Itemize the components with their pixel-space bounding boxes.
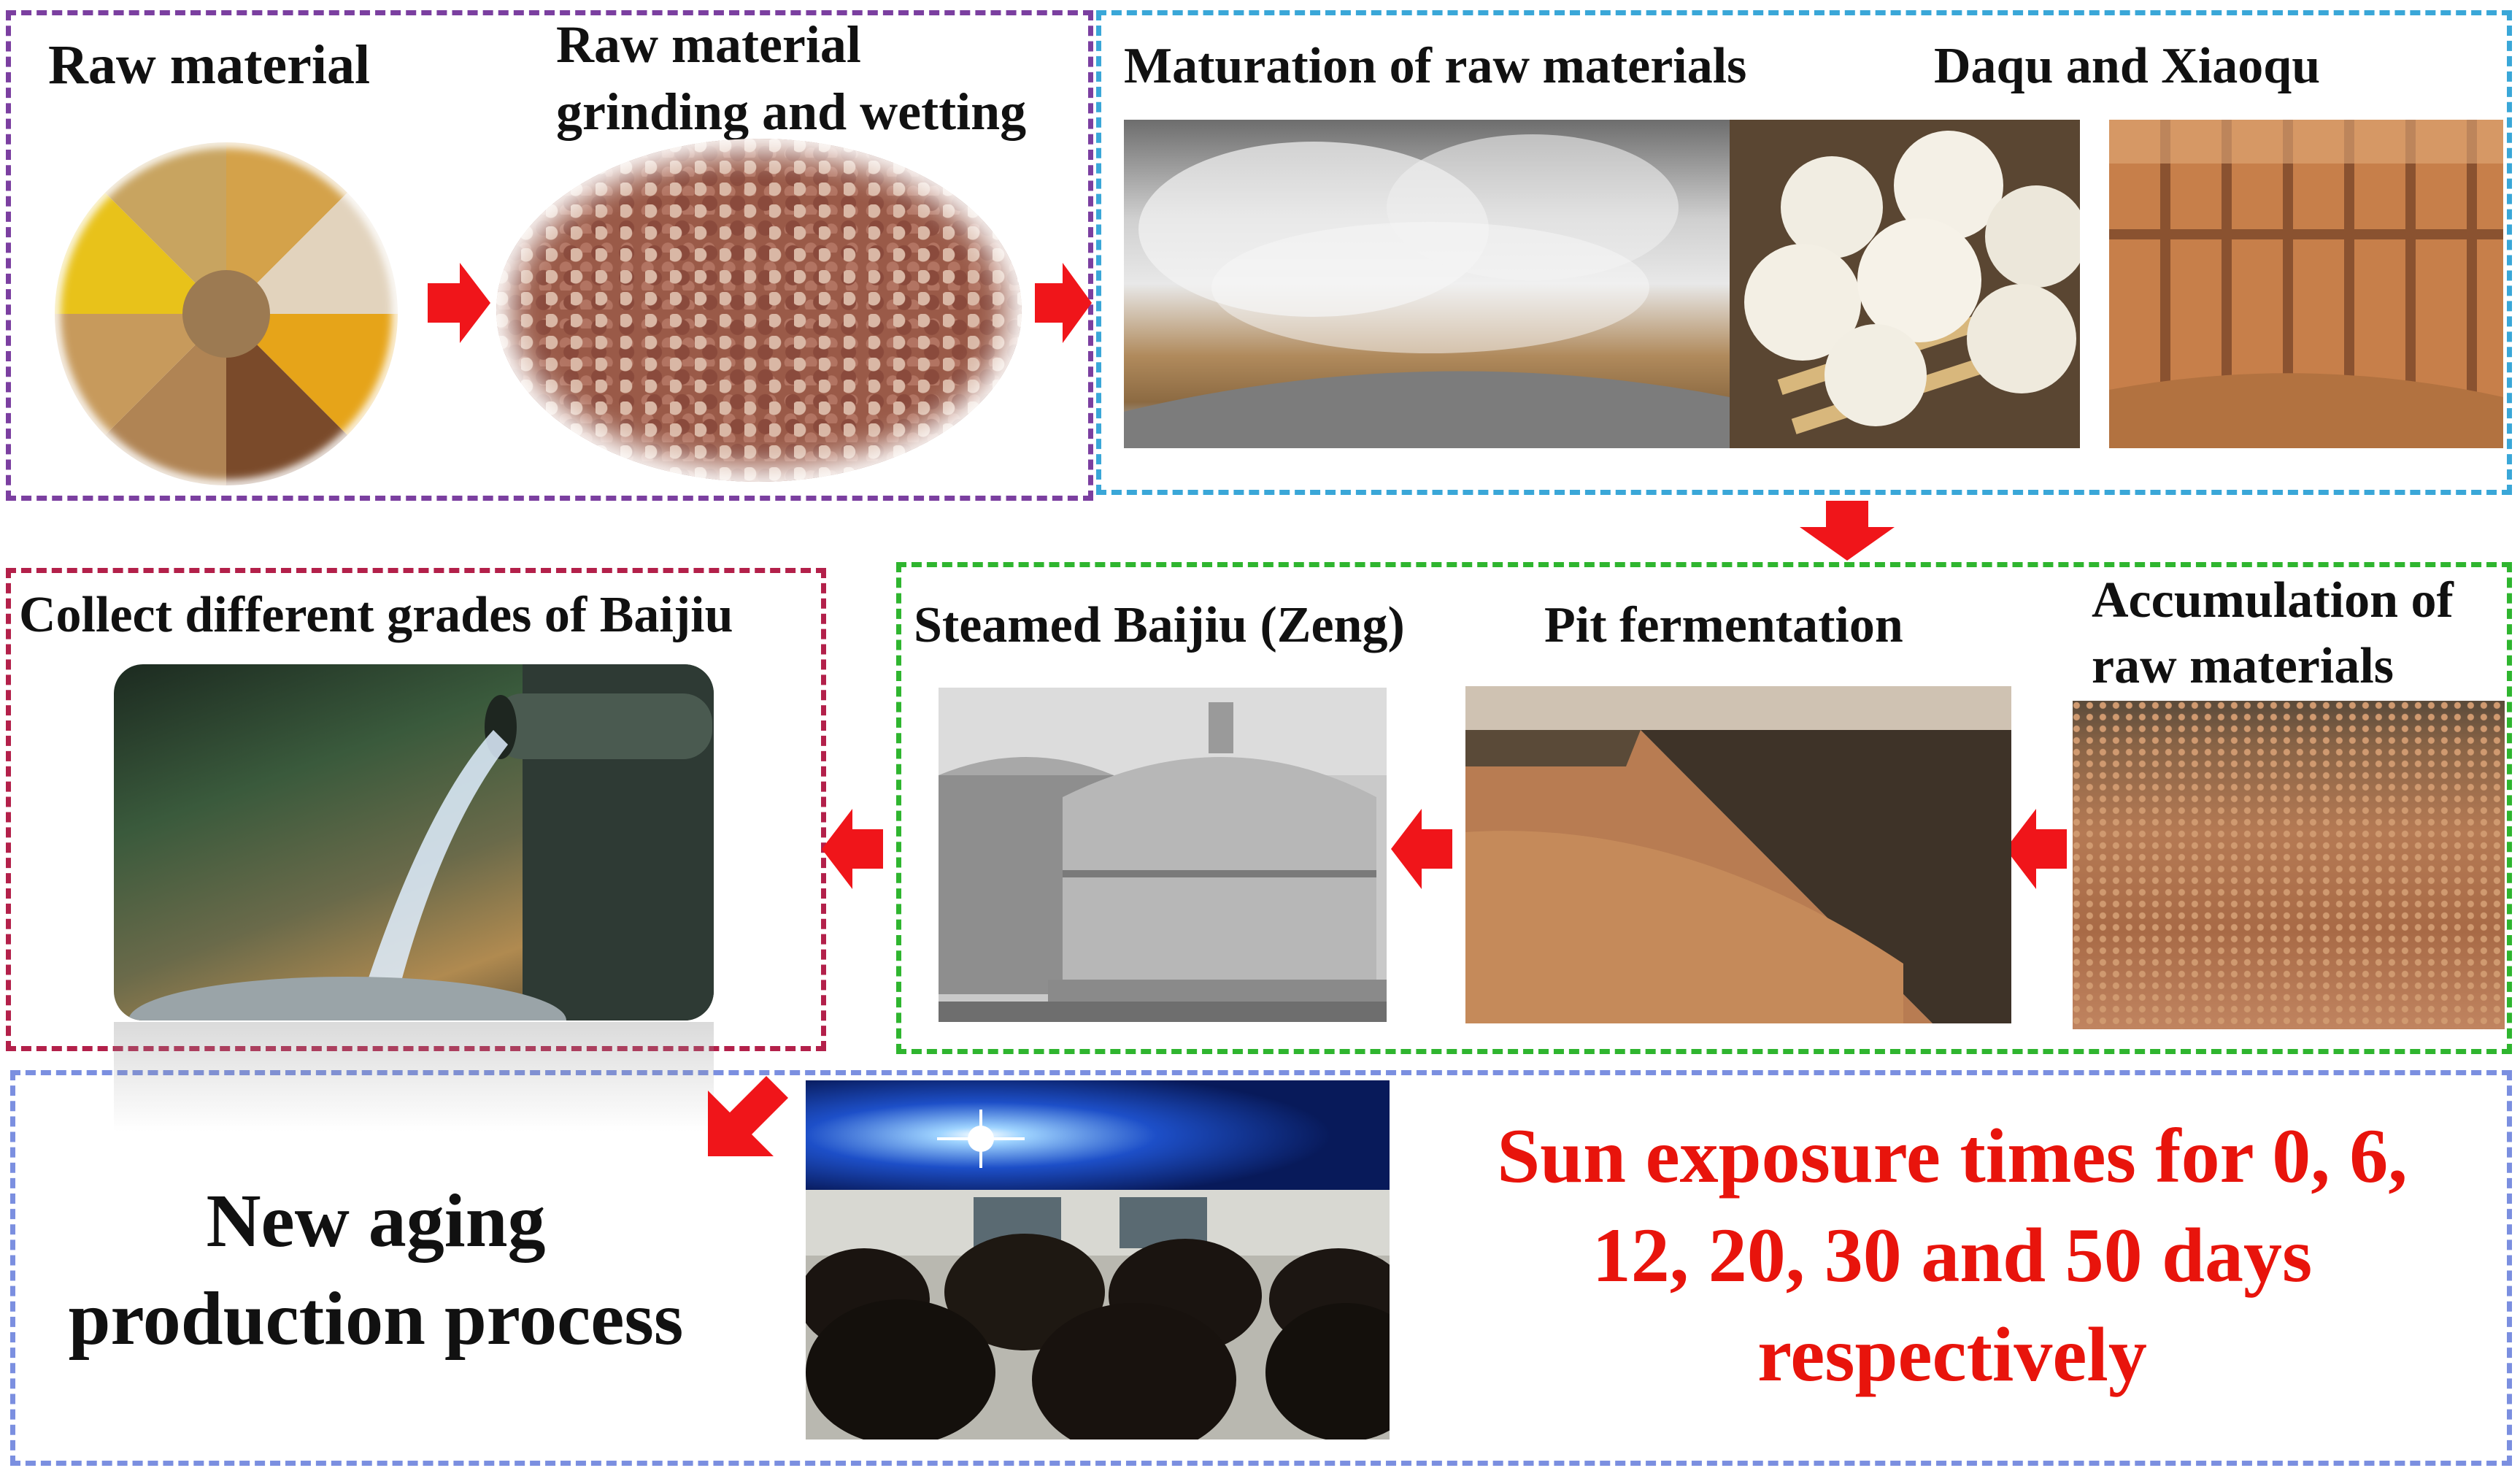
- collect-box: [6, 568, 826, 1051]
- grinding-label-line1: Raw material: [556, 15, 861, 74]
- daqu-label: Daqu and Xiaoqu: [1934, 38, 2321, 94]
- fermentation-pit-image: [1465, 686, 2011, 1023]
- aging-box: [10, 1070, 2512, 1466]
- steamed-baijiu-label: Steamed Baijiu (Zeng): [914, 597, 1405, 653]
- pouring-baijiu-reflection: [114, 1022, 714, 1131]
- maturation-label: Maturation of raw materials: [1124, 38, 1747, 94]
- new-aging-label-line2: production process: [68, 1277, 684, 1361]
- new-aging-label-line1: New aging: [206, 1179, 546, 1263]
- right-arrow-icon: [1035, 263, 1092, 347]
- down-arrow-icon: [1800, 501, 1895, 564]
- left-arrow-icon: [2005, 809, 2067, 893]
- accumulation-label-line1: Accumulation of: [2092, 572, 2454, 629]
- sun-exposure-text-line2: 12, 20, 30 and 50 days: [1592, 1212, 2313, 1298]
- collect-baijiu-label: Collect different grades of Baijiu: [19, 587, 733, 643]
- grinding-label-line2: grinding and wetting: [556, 82, 1027, 141]
- right-arrow-icon: [428, 263, 490, 347]
- accumulated-materials-image: [2073, 701, 2505, 1029]
- sun-exposure-text-line1: Sun exposure times for 0, 6,: [1497, 1113, 2408, 1199]
- xiaoqu-balls-image: [1730, 120, 2080, 448]
- left-arrow-icon: [822, 809, 883, 893]
- distillation-stills-image: [939, 688, 1387, 1022]
- maturation-box: [1096, 10, 2512, 495]
- grain-wheel-image: [44, 139, 409, 489]
- left-arrow-icon: [1391, 809, 1452, 893]
- fermentation-box: [896, 562, 2512, 1054]
- daqu-bricks-image: [2109, 120, 2503, 448]
- pit-fermentation-label: Pit fermentation: [1544, 597, 1903, 653]
- raw-material-label: Raw material: [48, 34, 371, 96]
- diagonal-arrow-icon: [708, 1076, 788, 1160]
- sun-icon: [937, 1110, 1025, 1168]
- sun-exposure-text-line3: respectively: [1757, 1312, 2147, 1397]
- sun-exposure-jars-image: [806, 1080, 1390, 1440]
- pouring-baijiu-image: [114, 664, 714, 1020]
- sorghum-grains-image: [496, 139, 1022, 482]
- raw-material-box: [6, 10, 1093, 501]
- accumulation-label-line2: raw materials: [2092, 638, 2394, 694]
- steaming-grain-image: [1124, 120, 1730, 448]
